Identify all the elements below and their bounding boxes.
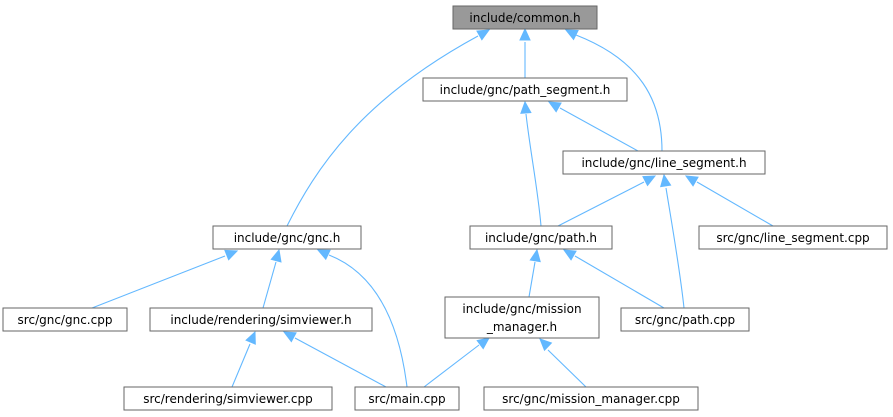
node-src-gnc-line-segment-cpp[interactable]: src/gnc/line_segment.cpp: [698, 225, 888, 250]
edge-line-segment-h-to-path-h: [557, 175, 657, 227]
node-include-rendering-simviewer-h[interactable]: include/rendering/simviewer.h: [149, 307, 373, 332]
nodes-layer: include/common.h include/gnc/path_segmen…: [2, 5, 888, 411]
edge-line: [525, 113, 542, 227]
node-label: src/gnc/line_segment.cpp: [716, 231, 869, 245]
node-label: include/common.h: [469, 11, 580, 25]
arrowhead: [684, 175, 699, 187]
edge-line: [528, 261, 536, 298]
edge-line: [294, 337, 387, 388]
edge-line: [231, 343, 251, 388]
node-src-main-cpp[interactable]: src/main.cpp: [354, 386, 460, 411]
edge-line: [696, 181, 774, 227]
edge-line: [547, 349, 587, 388]
edge-path-segment-h-to-line-segment-h: [547, 101, 639, 152]
edge-simviewer-h-to-main-cpp: [282, 331, 387, 388]
arrowhead: [270, 248, 282, 263]
node-label-line1: include/gnc/mission: [462, 302, 581, 316]
node-label: src/main.cpp: [368, 392, 445, 406]
node-label: include/gnc/line_segment.h: [581, 156, 746, 170]
edge-mission-manager-h-to-main-cpp: [423, 337, 490, 388]
edge-gnc-h-to-simviewer-h: [262, 248, 282, 309]
edge-line: [286, 35, 479, 227]
edge-path-h-to-path-cpp: [562, 249, 665, 309]
arrowhead: [316, 249, 331, 261]
edge-line: [328, 254, 408, 388]
edge-line: [423, 344, 480, 388]
node-label: include/gnc/path.h: [485, 231, 597, 245]
arrowhead: [529, 248, 541, 263]
node-label: include/gnc/path_segment.h: [440, 83, 611, 97]
arrowhead: [520, 100, 532, 114]
node-src-gnc-gnc-cpp[interactable]: src/gnc/gnc.cpp: [2, 307, 128, 332]
edge-gnc-h-to-gnc-cpp: [91, 249, 239, 309]
node-include-gnc-line-segment-h[interactable]: include/gnc/line_segment.h: [562, 150, 766, 175]
edge-common-h-to-gnc-h: [286, 29, 491, 227]
node-include-common-h[interactable]: include/common.h: [452, 5, 598, 30]
edge-line: [665, 187, 685, 309]
edge-path-h-to-mission-manager-h: [528, 248, 541, 298]
edge-line: [557, 181, 645, 227]
arrowhead: [476, 29, 491, 41]
node-label: src/gnc/gnc.cpp: [18, 313, 113, 327]
arrowhead: [476, 337, 490, 350]
arrowhead: [539, 338, 553, 352]
arrowhead: [282, 331, 297, 343]
node-include-gnc-gnc-h[interactable]: include/gnc/gnc.h: [212, 225, 362, 250]
edge-line: [575, 34, 663, 152]
node-include-gnc-mission-manager-h[interactable]: include/gnc/mission _manager.h: [444, 296, 600, 339]
node-include-gnc-path-h[interactable]: include/gnc/path.h: [469, 225, 613, 250]
arrowhead: [564, 29, 579, 41]
node-label: src/gnc/path.cpp: [635, 313, 735, 327]
edge-line: [262, 261, 277, 309]
node-label-line2: _manager.h: [486, 320, 557, 334]
edge-path-segment-h-to-path-h: [520, 100, 542, 227]
arrowhead: [562, 249, 577, 261]
node-src-gnc-path-cpp[interactable]: src/gnc/path.cpp: [620, 307, 750, 332]
edge-line: [91, 255, 226, 309]
edge-line: [559, 107, 639, 152]
node-label: src/gnc/mission_manager.cpp: [502, 392, 680, 406]
edge-line-segment-h-to-path-cpp: [660, 173, 685, 309]
arrowhead: [547, 101, 562, 113]
node-src-gnc-mission-manager-cpp[interactable]: src/gnc/mission_manager.cpp: [483, 386, 699, 411]
node-src-rendering-simviewer-cpp[interactable]: src/rendering/simviewer.cpp: [123, 386, 333, 411]
arrowhead: [660, 173, 672, 188]
edges-layer: [91, 27, 774, 388]
edge-gnc-h-to-main-cpp: [316, 249, 408, 388]
edge-line-segment-h-to-line-segment-cpp: [684, 175, 774, 227]
arrowhead: [224, 249, 239, 261]
edge-simviewer-h-to-simviewer-cpp: [231, 330, 256, 388]
edge-common-h-to-line-segment-h: [564, 29, 663, 152]
node-label: include/gnc/gnc.h: [234, 231, 341, 245]
edge-mission-manager-h-to-mission-manager-cpp: [539, 338, 587, 388]
node-label: src/rendering/simviewer.cpp: [143, 392, 313, 406]
arrowhead: [642, 175, 657, 187]
node-label: include/rendering/simviewer.h: [170, 313, 351, 327]
arrowhead: [245, 330, 256, 345]
node-include-gnc-path-segment-h[interactable]: include/gnc/path_segment.h: [422, 77, 628, 102]
edge-line: [574, 255, 665, 309]
arrowhead: [519, 27, 531, 41]
